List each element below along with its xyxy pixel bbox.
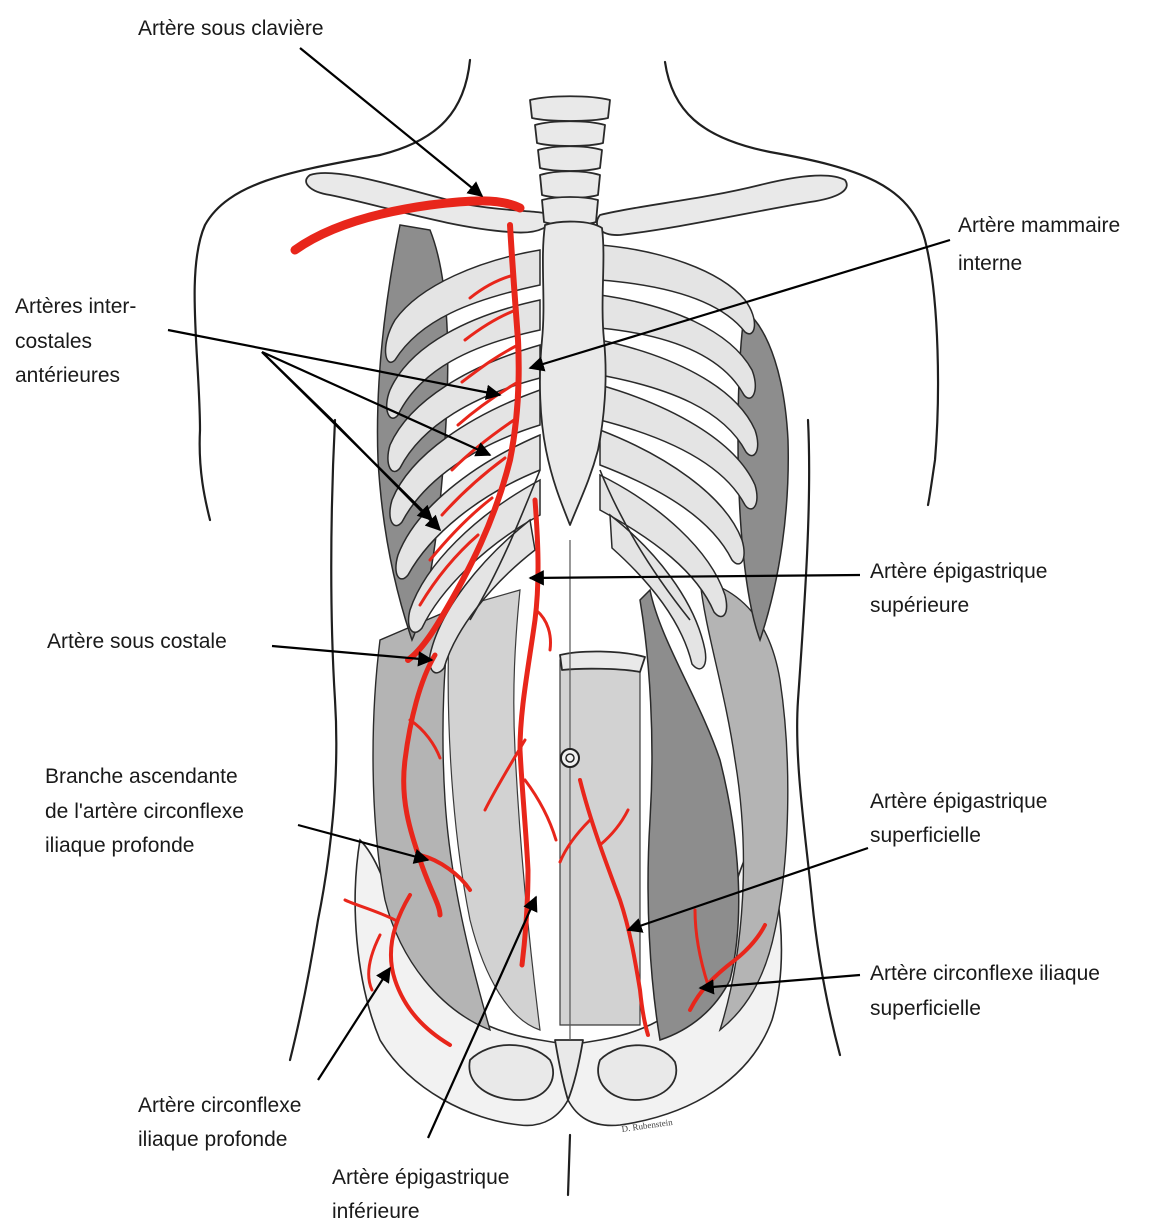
label-mammary-line1: Artère mammaire — [958, 214, 1120, 237]
label-circ-profonde-line2: iliaque profonde — [138, 1128, 287, 1151]
label-subclavian: Artère sous clavière — [138, 17, 324, 40]
cervical-spine — [530, 96, 610, 225]
label-epigastric-sup-line1: Artère épigastrique — [870, 560, 1047, 583]
label-branche-line1: Branche ascendante — [45, 765, 238, 788]
sternum — [540, 222, 606, 525]
label-intercostal-line1: Artères inter- — [15, 295, 136, 318]
label-epigastric-superf-line1: Artère épigastrique — [870, 790, 1047, 813]
label-circ-profonde-line1: Artère circonflexe — [138, 1094, 301, 1117]
label-epigastric-sup-line2: supérieure — [870, 594, 969, 617]
label-subcostal: Artère sous costale — [47, 630, 227, 653]
right-flank-line — [797, 420, 840, 1055]
label-intercostal-line3: antérieures — [15, 364, 120, 387]
label-epigastric-inf-line2: inférieure — [332, 1200, 420, 1223]
leader-epigastric-sup — [530, 575, 860, 578]
rectus-cut-edge — [560, 651, 645, 672]
label-branche-line3: iliaque profonde — [45, 834, 194, 857]
label-branche-line2: de l'artère circonflexe — [45, 800, 244, 823]
label-circ-superf-line2: superficielle — [870, 997, 981, 1020]
label-intercostal-line2: costales — [15, 330, 92, 353]
left-flank-line — [290, 420, 336, 1060]
label-mammary-line2: interne — [958, 252, 1022, 275]
label-epigastric-superf-line2: superficielle — [870, 824, 981, 847]
label-epigastric-inf-line1: Artère épigastrique — [332, 1166, 509, 1189]
right-clavicle — [597, 175, 847, 235]
label-circ-superf-line1: Artère circonflexe iliaque — [870, 962, 1100, 985]
right-pubis — [598, 1045, 676, 1100]
midline-mark — [568, 1135, 570, 1195]
umbilicus — [561, 749, 579, 767]
